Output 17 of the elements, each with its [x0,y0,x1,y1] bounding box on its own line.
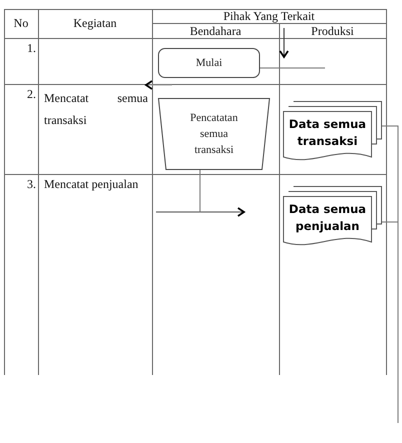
process-label: Pencatatan semua transaksi [189,111,239,158]
table-cell-text: No [12,16,30,30]
document-label: Data semua penjualan [288,201,368,235]
table-cell-text: 3. [26,177,36,191]
table-cell-text: 1. [26,41,36,55]
manual-operation-shape [158,98,270,170]
table-cell-text: Produksi [310,24,355,38]
start-box [158,48,260,78]
document-label: Data semua transaksi [288,116,368,150]
table-cell-text: Kegiatan [72,16,118,30]
table-cell-text: 2. [26,87,36,101]
table-cell-text: Mencatat semua transaksi [44,90,148,129]
table-cell-text: Mencatat penjualan [44,177,140,191]
table-cell-text: Bendahara [188,24,242,38]
table-cell-text: Pihak Yang Terkait [222,9,316,23]
connector-line [382,126,398,424]
start-label: Mulai [194,56,224,71]
